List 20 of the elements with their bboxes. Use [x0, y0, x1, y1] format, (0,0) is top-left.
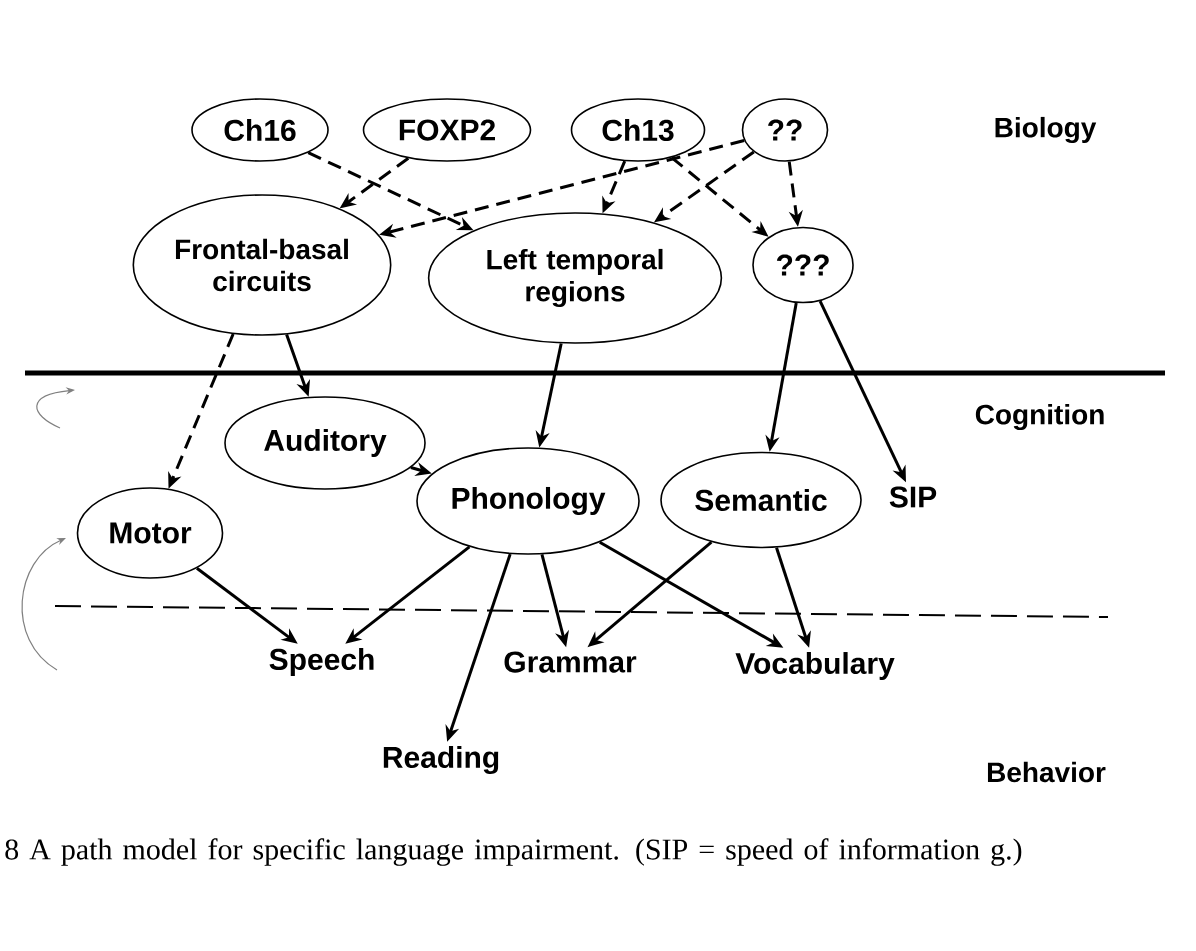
level-label: Biology	[995, 116, 1097, 144]
figure-caption: 8 A path model for specific language impairment. (SIP = speed of information g.)	[5, 838, 1022, 866]
oval-node: Phonology	[416, 447, 640, 555]
oval-node: Ch16	[191, 98, 329, 162]
oval-node: Auditory	[224, 396, 426, 490]
node-label: SIP	[889, 486, 937, 508]
level-label: Cognition	[975, 403, 1104, 431]
node-label: Grammar	[504, 651, 637, 673]
oval-node: Semantic	[660, 451, 862, 549]
oval-node: FOXP2	[362, 98, 532, 162]
oval-node: Frontal-basal circuits	[132, 194, 392, 336]
oval-node: ??	[741, 98, 829, 162]
oval-node: Ch13	[570, 98, 706, 162]
node-label: Vocabulary	[735, 652, 895, 680]
node-label: Reading	[383, 745, 499, 775]
node-label: Speech	[269, 648, 374, 676]
oval-node: ???	[752, 226, 854, 304]
oval-node: Motor	[76, 487, 224, 579]
oval-node: Left temporal regions	[427, 212, 723, 344]
level-label: Behavior	[987, 761, 1106, 783]
